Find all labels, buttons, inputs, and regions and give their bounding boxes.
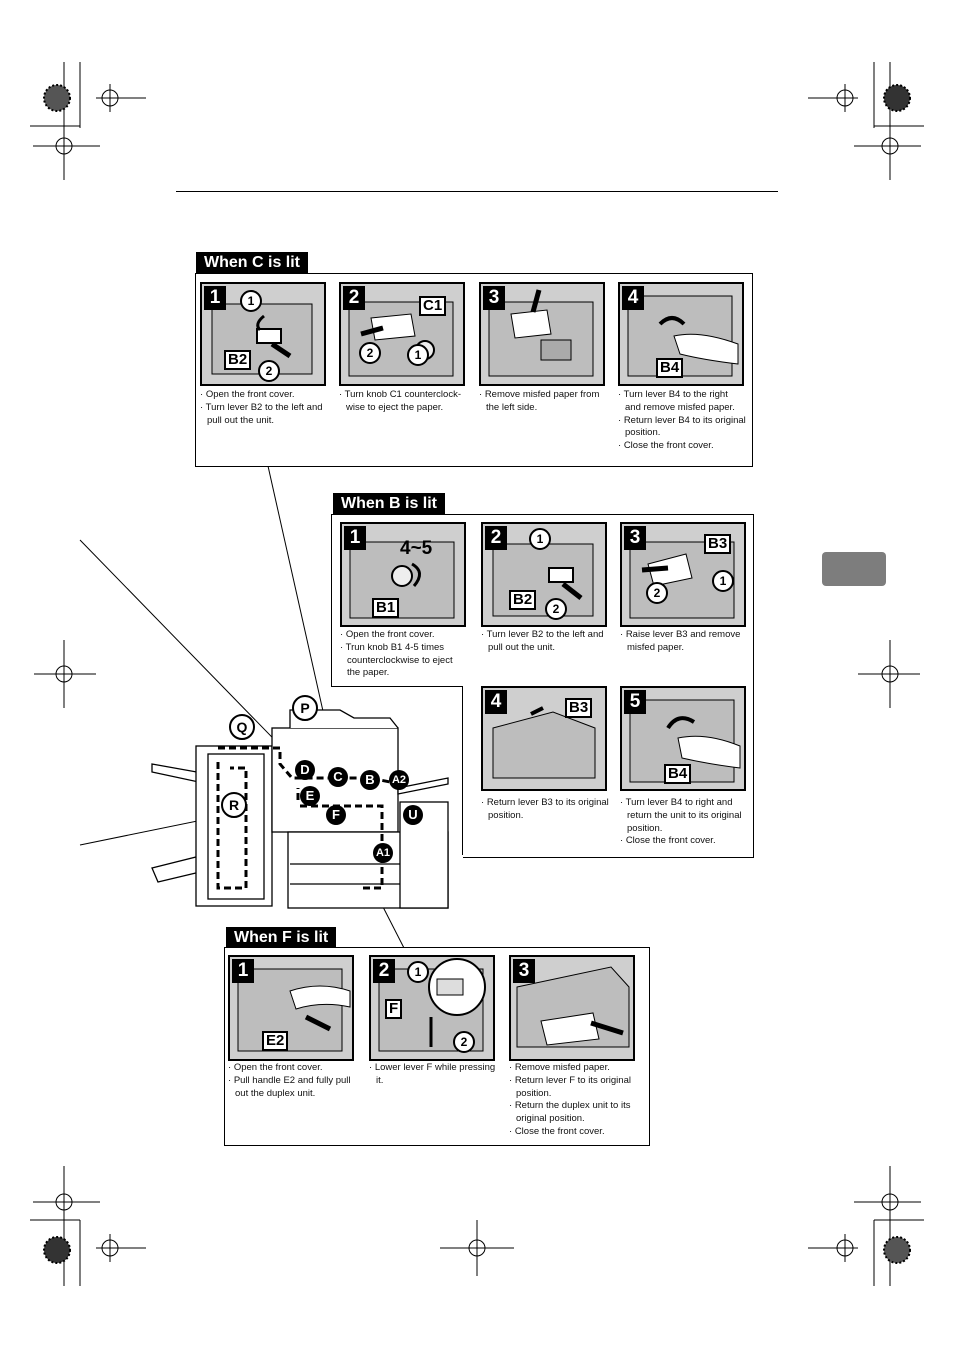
- c-step-4-illustration: 4 B4: [618, 282, 744, 386]
- machine-diagram: [151, 709, 449, 909]
- callout-2: 2: [545, 598, 567, 620]
- b-step-5-illustration: 5 B4: [620, 686, 746, 791]
- c-step-2-illustration: 2 C1 2 1: [339, 282, 465, 386]
- part-label-b3: B3: [565, 698, 593, 718]
- callout-1: 1: [240, 290, 262, 312]
- step-number: 2: [373, 959, 395, 983]
- location-c: C: [328, 767, 348, 787]
- part-label-b1: B1: [372, 598, 400, 618]
- location-p: P: [292, 695, 318, 721]
- location-f: F: [326, 805, 346, 825]
- section-b-cutout-border: [331, 686, 463, 687]
- part-label-b2: B2: [224, 350, 252, 370]
- step-number: 5: [624, 690, 646, 714]
- f-step-2-illustration: 2 1 F 2: [369, 955, 495, 1061]
- step-number: 1: [232, 959, 254, 983]
- step-number: 3: [513, 959, 535, 983]
- part-label-b2: B2: [509, 590, 537, 610]
- step-number: 1: [204, 286, 226, 310]
- section-b-title: When B is lit: [333, 493, 445, 514]
- part-label-b4: B4: [656, 358, 684, 378]
- callout-2: 2: [453, 1031, 475, 1053]
- location-u: U: [403, 805, 423, 825]
- b-step-4-caption: Return lever B3 to its original position…: [481, 797, 609, 823]
- f-step-1-caption: Open the front cover.Pull handle E2 and …: [228, 1062, 356, 1100]
- part-label-c1: C1: [419, 296, 447, 316]
- b-step-3-illustration: 3 B3 1 2: [620, 522, 746, 627]
- step-number: 2: [485, 526, 507, 550]
- step-number: 1: [344, 526, 366, 550]
- section-f-title: When F is lit: [226, 927, 337, 948]
- chapter-tab: [822, 552, 886, 586]
- c-step-3-caption: Remove misfed paper from the left side.: [479, 389, 609, 415]
- callout-2: 2: [359, 342, 381, 364]
- c-step-1-illustration: 1 1 B2 2: [200, 282, 326, 386]
- f-step-3-illustration: 3: [509, 955, 635, 1061]
- step-number: 3: [624, 526, 646, 550]
- step-number: 3: [483, 286, 505, 310]
- part-label-b4: B4: [664, 764, 692, 784]
- rotation-count-label: 4~5: [400, 538, 433, 559]
- c-step-2-caption: Turn knob C1 counterclock-wise to eject …: [339, 389, 469, 415]
- f-step-1-illustration: 1 E2: [228, 955, 354, 1061]
- c-step-3-illustration: 3: [479, 282, 605, 386]
- callout-2: 2: [258, 360, 280, 382]
- location-a1: A1: [373, 843, 393, 863]
- part-label-b3: B3: [704, 534, 732, 554]
- b-step-2-caption: Turn lever B2 to the left and pull out t…: [481, 629, 609, 655]
- b-step-1-illustration: 1 4~5 B1: [340, 522, 466, 627]
- b-step-5-caption: Turn lever B4 to right and return the un…: [620, 797, 748, 848]
- f-step-3-caption: Remove misfed paper.Return lever F to it…: [509, 1062, 641, 1139]
- step-number: 4: [485, 690, 507, 714]
- location-q: Q: [229, 714, 255, 740]
- location-d: D: [295, 760, 315, 780]
- callout-1: 1: [407, 344, 429, 366]
- b-step-3-caption: Raise lever B3 and remove misfed paper.: [620, 629, 748, 655]
- header-rule: [176, 191, 778, 192]
- callout-1: 1: [712, 570, 734, 592]
- b-step-4-illustration: 4 B3: [481, 686, 607, 791]
- part-label-f: F: [385, 999, 403, 1019]
- c-step-4-caption: Turn lever B4 to the right and remove mi…: [618, 389, 746, 453]
- location-a2: A2: [389, 770, 409, 790]
- c-step-1-caption: Open the front cover.Turn lever B2 to th…: [200, 389, 330, 427]
- callout-1: 1: [529, 528, 551, 550]
- location-r: R: [221, 792, 247, 818]
- f-step-2-caption: Lower lever F while pressing it.: [369, 1062, 497, 1088]
- b-step-1-caption: Open the front cover.Trun knob B1 4-5 ti…: [340, 629, 468, 680]
- section-b-cutout-border: [462, 686, 463, 856]
- step-number: 4: [622, 286, 644, 310]
- callout-1: 1: [407, 961, 429, 983]
- part-label-e2: E2: [262, 1031, 289, 1051]
- callout-2: 2: [646, 582, 668, 604]
- step-number: 2: [343, 286, 365, 310]
- location-b: B: [360, 770, 380, 790]
- location-e: E: [300, 786, 320, 806]
- b-step-2-illustration: 2 1 B2 2: [481, 522, 607, 627]
- section-c-title: When C is lit: [196, 252, 308, 273]
- registration-disk-icon: [43, 84, 911, 1264]
